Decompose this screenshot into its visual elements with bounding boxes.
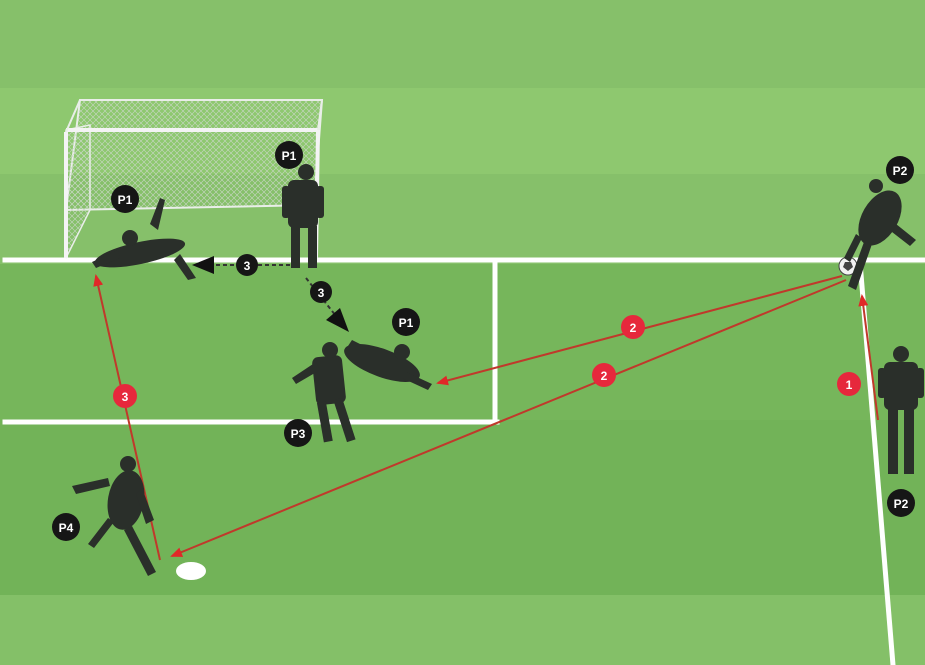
player-badge: P3: [284, 419, 312, 447]
player-label: P1: [282, 149, 297, 163]
step-badge: 2: [621, 315, 645, 339]
movement-step-badge: 3: [310, 281, 332, 303]
player-label: P1: [399, 316, 414, 330]
player-badge: P4: [52, 513, 80, 541]
step-badge: 1: [837, 372, 861, 396]
player-badge: P1: [392, 308, 420, 336]
step-label: 2: [601, 369, 608, 383]
step-label: 3: [244, 259, 251, 273]
player-label: P2: [893, 164, 908, 178]
player-badge: P1: [275, 141, 303, 169]
player-label: P4: [59, 521, 74, 535]
player-label: P2: [894, 497, 909, 511]
step-label: 1: [846, 378, 853, 392]
step-label: 3: [318, 286, 325, 300]
player-badge: P1: [111, 185, 139, 213]
step-label: 3: [122, 390, 129, 404]
step-label: 2: [630, 321, 637, 335]
player-badge: P2: [886, 156, 914, 184]
cone-icon: [176, 562, 206, 580]
movement-step-badge: 3: [236, 254, 258, 276]
player-label: P1: [118, 193, 133, 207]
player-badge: P2: [887, 489, 915, 517]
player-label: P3: [291, 427, 306, 441]
step-badge: 3: [113, 384, 137, 408]
step-badge: 2: [592, 363, 616, 387]
